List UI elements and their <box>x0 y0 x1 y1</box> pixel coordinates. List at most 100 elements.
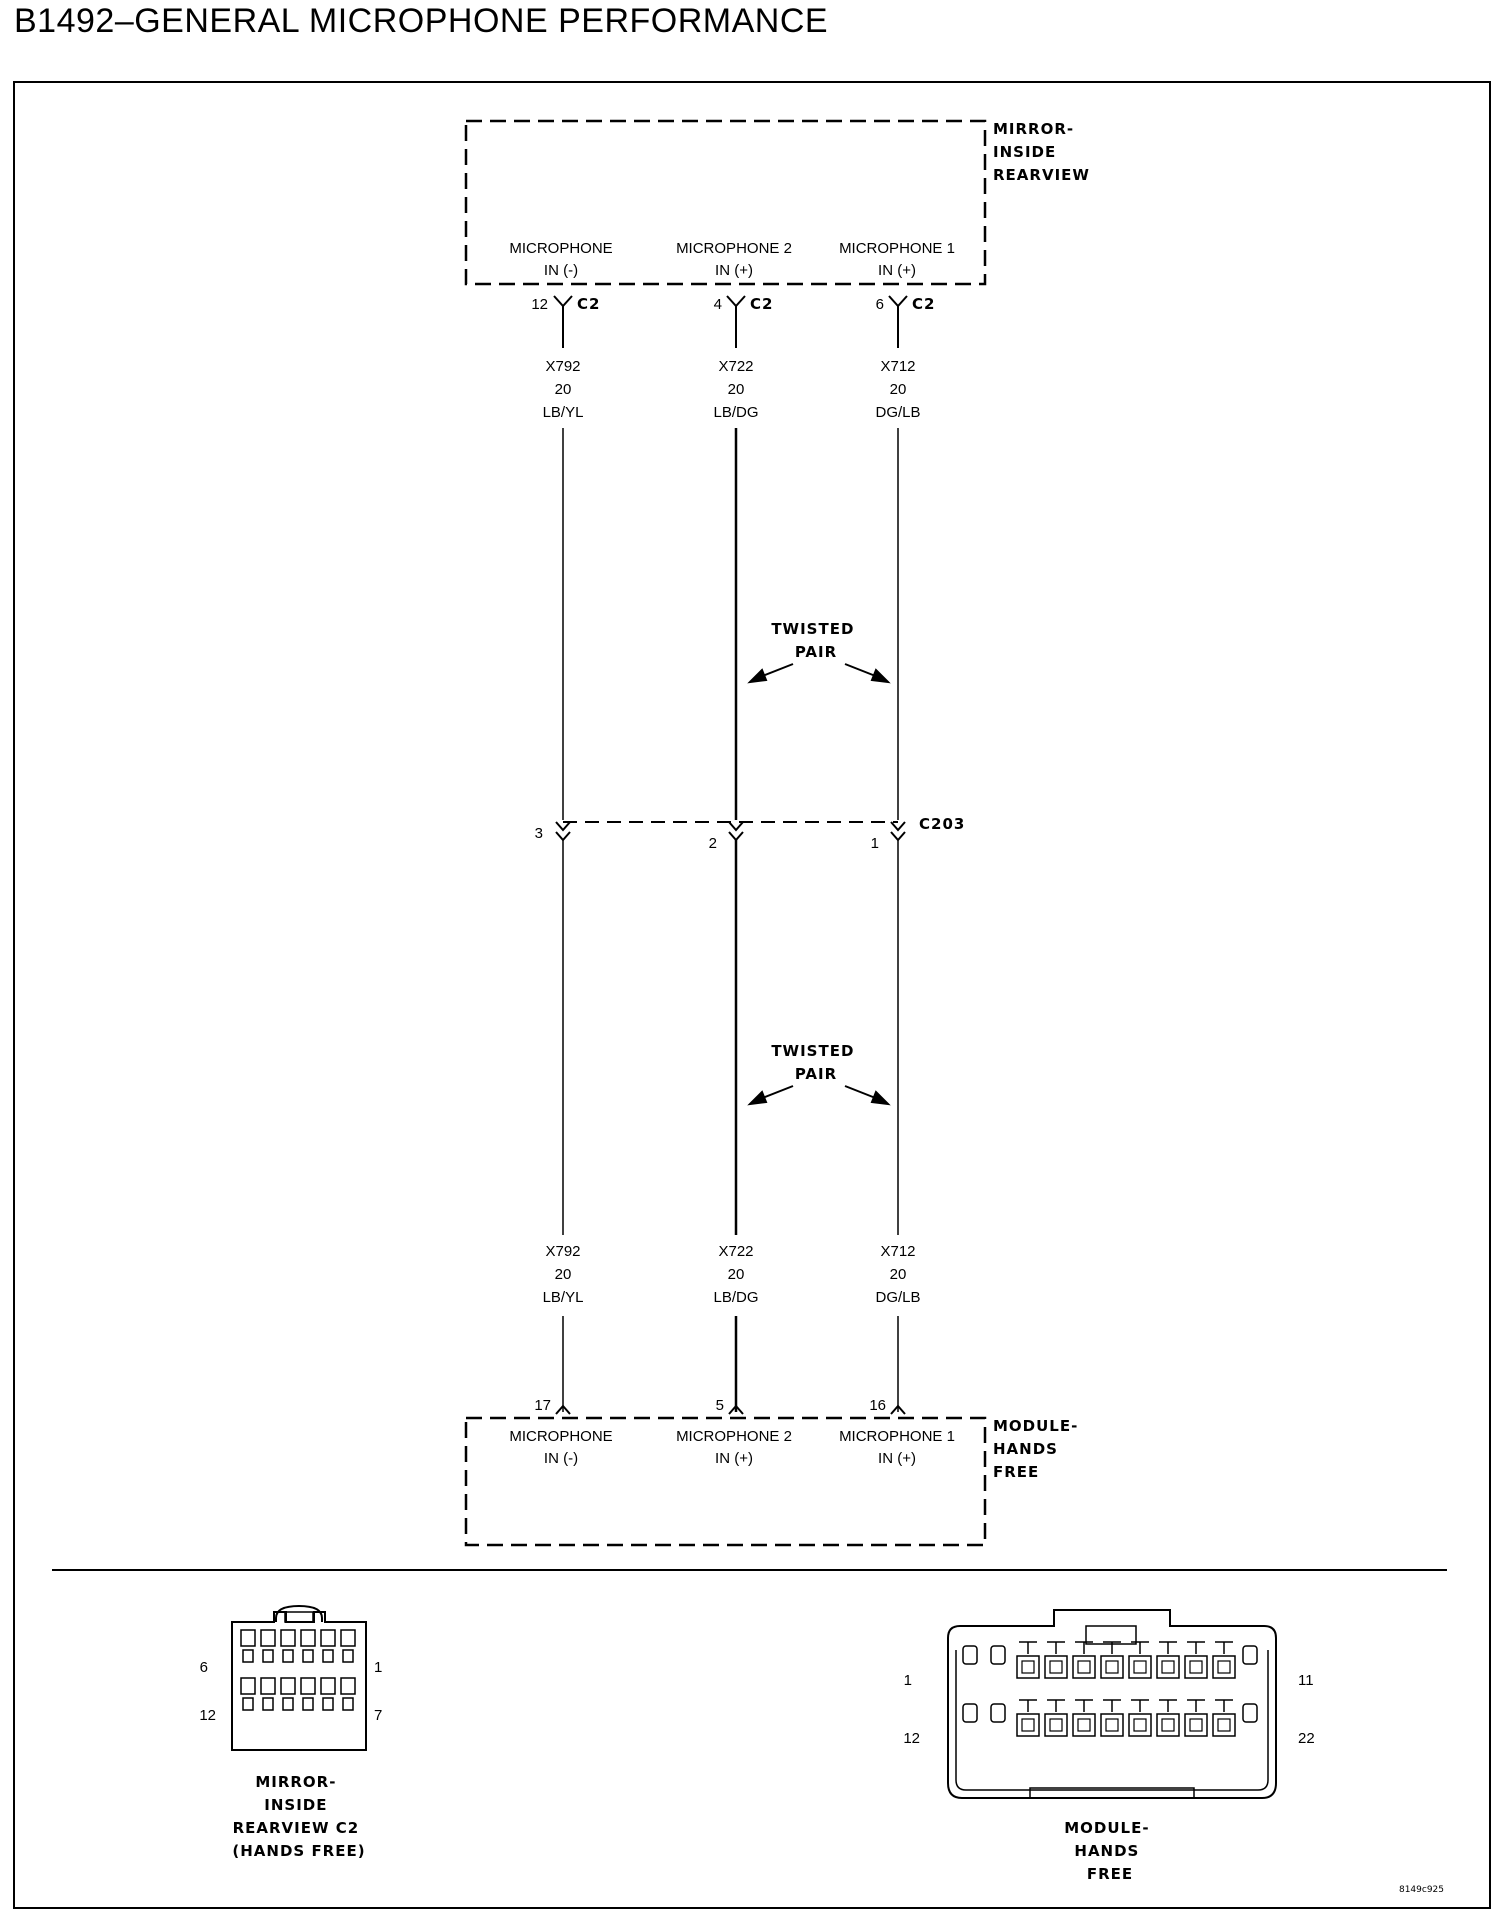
module-terminal-cavity <box>1156 1713 1180 1737</box>
mirror-terminal-cavity <box>320 1629 336 1647</box>
module-terminal-inner <box>1133 1660 1147 1674</box>
mirror-view-pin-bottom-right: 7 <box>374 1707 382 1724</box>
module-terminal-inner <box>1021 1718 1035 1732</box>
mirror-terminal-lock <box>342 1697 354 1711</box>
mirror-connector-name: C2 <box>577 295 600 313</box>
mirror-terminal-cavity <box>240 1629 256 1647</box>
mirror-connector-name: C2 <box>912 295 935 313</box>
mirror-terminal-cavity <box>260 1629 276 1647</box>
module-view-pin-top-right: 11 <box>1298 1672 1314 1689</box>
module-terminal-inner <box>1189 1718 1203 1732</box>
mirror-connector-name: C2 <box>750 295 773 313</box>
mirror-view-pin-bottom-left: 12 <box>199 1707 216 1724</box>
module-terminal-cavity <box>1044 1655 1068 1679</box>
module-view-caption: MODULE- HANDS FREE <box>1064 1819 1156 1883</box>
mirror-terminal-cavity <box>300 1629 316 1647</box>
lower-wires <box>562 840 899 1235</box>
svg-text:MICROPHONE 1IN (+): MICROPHONE 1IN (+) <box>839 1428 955 1467</box>
c203-pin-number: 1 <box>871 835 879 852</box>
mirror-terminal-lock <box>242 1697 254 1711</box>
module-terminal-latch <box>1047 1641 1065 1654</box>
svg-text:MICROPHONE 1IN (+): MICROPHONE 1IN (+) <box>839 240 955 279</box>
mirror-pin-number: 12 <box>531 296 548 313</box>
module-terminal-cavity <box>1044 1713 1068 1737</box>
module-component-box <box>464 1416 987 1547</box>
mirror-view-pin-top-right: 1 <box>374 1659 382 1676</box>
module-wires <box>562 1316 899 1412</box>
mirror-terminal-lock <box>322 1697 334 1711</box>
module-terminal-cavity <box>1128 1655 1152 1679</box>
module-terminal-latch <box>1103 1641 1121 1654</box>
c203-pin-number: 2 <box>709 835 717 852</box>
twisted-pair-label-upper: TWISTED PAIR <box>771 620 860 661</box>
c203-connector-name: C203 <box>919 815 965 833</box>
module-pin-number: 16 <box>869 1397 886 1414</box>
module-terminal-inner <box>1105 1660 1119 1674</box>
module-connector-view <box>947 1609 1277 1799</box>
module-terminal-cavity <box>1212 1713 1236 1737</box>
module-terminal-cavity <box>990 1703 1006 1723</box>
module-terminal-cavity <box>962 1703 978 1723</box>
module-terminal-cavity <box>1100 1655 1124 1679</box>
module-component-name: MODULE- HANDS FREE <box>993 1417 1085 1481</box>
twisted-pair-label-lower: TWISTED PAIR <box>771 1042 860 1083</box>
mirror-terminal-lock <box>262 1697 274 1711</box>
mirror-terminal-cavity <box>240 1677 256 1695</box>
module-view-pin-top-left: 1 <box>904 1672 912 1689</box>
mirror-terminal-lock <box>322 1649 334 1663</box>
page-title: B1492–GENERAL MICROPHONE PERFORMANCE <box>14 2 829 40</box>
module-terminal-cavity <box>1242 1645 1258 1665</box>
module-terminal-inner <box>1161 1660 1175 1674</box>
module-view-pin-bottom-right: 22 <box>1298 1730 1315 1747</box>
mirror-terminal-cavity <box>280 1677 296 1695</box>
mirror-terminal-cavity <box>260 1677 276 1695</box>
module-terminal-latch <box>1215 1641 1233 1654</box>
mirror-terminal-lock <box>262 1649 274 1663</box>
mirror-terminal-cavity <box>300 1677 316 1695</box>
mirror-pin-number: 4 <box>714 296 722 313</box>
module-terminal-latch <box>1215 1699 1233 1712</box>
c203-pin-number: 3 <box>535 825 543 842</box>
mirror-terminal-cavity <box>280 1629 296 1647</box>
module-terminal-cavity <box>1016 1655 1040 1679</box>
module-terminal-cavity <box>990 1645 1006 1665</box>
module-terminal-cavity <box>1156 1655 1180 1679</box>
figure-code: 8149c925 <box>1399 1885 1444 1895</box>
module-terminal-inner <box>1105 1718 1119 1732</box>
mirror-terminal-lock <box>302 1649 314 1663</box>
module-terminal-inner <box>1133 1718 1147 1732</box>
module-terminal-cavity <box>1072 1713 1096 1737</box>
module-terminal-cavity <box>1100 1713 1124 1737</box>
mirror-view-pin-top-left: 6 <box>200 1659 208 1676</box>
module-terminal-latch <box>1131 1641 1149 1654</box>
upper-wires <box>562 428 899 820</box>
mirror-terminal-cavity <box>340 1677 356 1695</box>
module-terminal-inner <box>1021 1660 1035 1674</box>
twisted-pair-arrows-lower <box>747 1085 891 1106</box>
mirror-connector-view <box>231 1604 367 1751</box>
mirror-component-box <box>464 119 987 286</box>
module-terminal-latch <box>1019 1641 1037 1654</box>
module-pin-number: 5 <box>716 1397 724 1414</box>
module-terminal-latch <box>1187 1641 1205 1654</box>
module-terminal-cavity <box>1184 1713 1208 1737</box>
module-terminal-inner <box>1189 1660 1203 1674</box>
module-terminal-inner <box>1049 1718 1063 1732</box>
mirror-terminal-lock <box>282 1649 294 1663</box>
mirror-terminal-lock <box>302 1697 314 1711</box>
module-terminal-cavity <box>1184 1655 1208 1679</box>
svg-text:MICROPHONE 2IN (+): MICROPHONE 2IN (+) <box>676 1428 792 1467</box>
module-terminal-cavity <box>1212 1655 1236 1679</box>
mirror-connector-symbols <box>553 295 908 348</box>
mirror-view-caption: MIRROR- INSIDE REARVIEW C2 (HANDS FREE) <box>232 1773 365 1860</box>
module-terminal-cavity <box>962 1645 978 1665</box>
module-terminal-cavity <box>1072 1655 1096 1679</box>
